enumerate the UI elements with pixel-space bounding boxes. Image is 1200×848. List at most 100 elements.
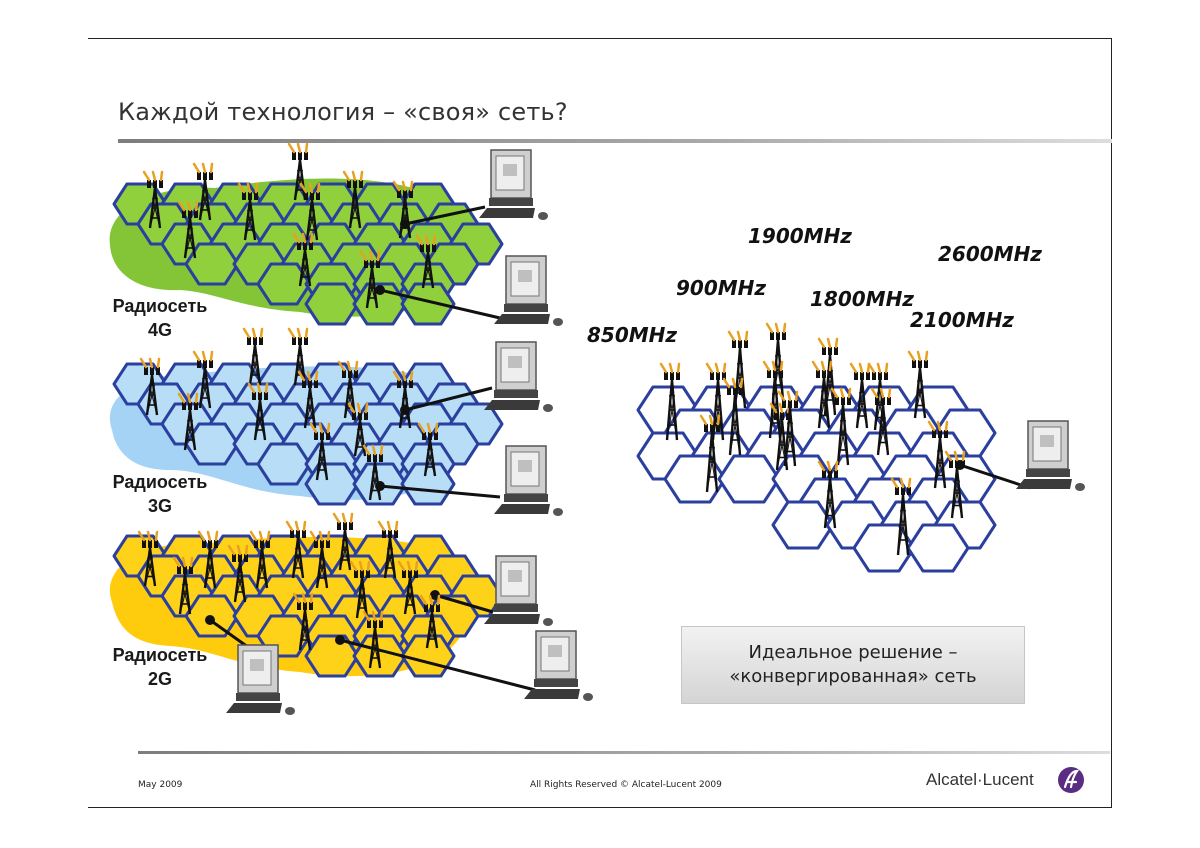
freq-2600: 2600MHz [938, 242, 1042, 266]
tower-icon [849, 362, 871, 429]
tower-icon [392, 370, 414, 429]
computer-terminal-icon [494, 445, 563, 516]
footer-divider [138, 751, 1110, 754]
tower-icon [722, 377, 744, 456]
link-node [335, 635, 345, 645]
hex-cell-converged [717, 454, 781, 504]
hex-cell-3g [256, 442, 312, 486]
link-node [430, 590, 440, 600]
tower-icon [890, 477, 912, 556]
network-label-4g: Радиосеть 4G [100, 294, 220, 342]
tower-icon [397, 560, 419, 615]
tower-icon [927, 420, 949, 489]
slide-border-top [88, 38, 1112, 39]
tower-icon [309, 422, 331, 481]
tower-icon [309, 530, 331, 589]
hex-cell-3g [304, 462, 360, 506]
backhaul-line [959, 463, 1031, 490]
hex-cell-converged [771, 500, 835, 550]
hex-cells [112, 182, 997, 678]
tower-icon [377, 520, 399, 579]
footer-date: May 2009 [138, 780, 183, 790]
backhaul-line [434, 593, 494, 614]
tower-icon [359, 250, 381, 309]
hex-cell-converged [906, 523, 970, 573]
tower-icon [332, 512, 354, 571]
tower-icon [137, 530, 159, 587]
tower-icon [830, 387, 852, 466]
ideal-solution-box: Идеальное решение – «конвергированная» с… [681, 626, 1025, 704]
network-label-2g: Радиосеть 2G [100, 643, 220, 691]
tower-icon [870, 387, 892, 456]
freq-2100: 2100MHz [910, 308, 1014, 332]
backhaul-line [404, 386, 493, 412]
backhaul-line [379, 288, 501, 320]
tower-icon [415, 234, 437, 289]
computer-terminal-icon [226, 644, 295, 715]
tower-icon [142, 170, 164, 229]
tower-icon [139, 357, 161, 416]
link-node [375, 285, 385, 295]
ideal-solution-line1: Идеальное решение – [748, 642, 958, 663]
tower-icon [337, 360, 359, 419]
tower-icon [392, 180, 414, 239]
tower-icon [292, 232, 314, 287]
ideal-solution-line2: «конвергированная» сеть [729, 666, 977, 687]
backhaul-line [379, 484, 501, 499]
network-label-4g-name: Радиосеть [112, 296, 208, 316]
alcatel-lucent-logo-icon [1058, 767, 1084, 793]
tower-icon [817, 460, 839, 529]
tower-icon [292, 592, 314, 651]
tower-icon [299, 182, 321, 241]
tower-icon [192, 350, 214, 409]
title-divider [118, 139, 1112, 143]
tower-icon [769, 402, 791, 471]
tower-icon [811, 360, 833, 429]
slide-border-right [1111, 38, 1112, 808]
network-label-3g-name: Радиосеть [112, 472, 208, 492]
tower-icon [419, 594, 441, 649]
computer-terminal-icon [479, 149, 548, 220]
tower-icon [342, 170, 364, 229]
freq-1900: 1900MHz [748, 224, 852, 248]
tower-icon [177, 200, 199, 259]
hex-cell-3g [400, 462, 456, 506]
computer-terminal-icon [524, 630, 593, 701]
link-node [205, 615, 215, 625]
network-label-2g-name: Радиосеть [112, 645, 208, 665]
computer-terminal-icon [484, 341, 553, 412]
tower-icon [287, 327, 309, 386]
hex-cell-4g [304, 282, 360, 326]
tower-icon [659, 362, 681, 441]
tower-icon [247, 382, 269, 441]
network-label-3g-gen: 3G [147, 496, 172, 516]
freq-850: 850MHz [587, 323, 678, 347]
footer-copyright: All Rights Reserved © Alcatel-Lucent 200… [530, 780, 722, 790]
terminals [226, 149, 1085, 715]
tower-icon [705, 362, 727, 441]
tower-icon [944, 450, 966, 519]
hex-cell-4g [400, 282, 456, 326]
tower-icon [242, 327, 264, 386]
freq-900: 900MHz [676, 276, 767, 300]
computer-terminal-icon [494, 255, 563, 326]
tower-icon [197, 530, 219, 589]
freq-1800: 1800MHz [810, 287, 914, 311]
cell-towers [137, 142, 966, 669]
tower-icon [297, 370, 319, 429]
tower-icon [285, 520, 307, 579]
computer-terminal-icon [484, 555, 553, 626]
tower-icon [907, 350, 929, 419]
tower-icon [362, 444, 384, 501]
computer-terminal-icon [1016, 420, 1085, 491]
tower-icon [362, 610, 384, 669]
tower-icon [347, 402, 369, 457]
tower-icon [249, 530, 271, 589]
tower-icon [699, 414, 721, 493]
page-title: Каждой технология – «своя» сеть? [118, 98, 568, 126]
tower-icon [177, 392, 199, 451]
network-label-2g-gen: 2G [147, 669, 172, 689]
tower-icon [227, 544, 249, 603]
network-label-4g-gen: 4G [147, 320, 172, 340]
